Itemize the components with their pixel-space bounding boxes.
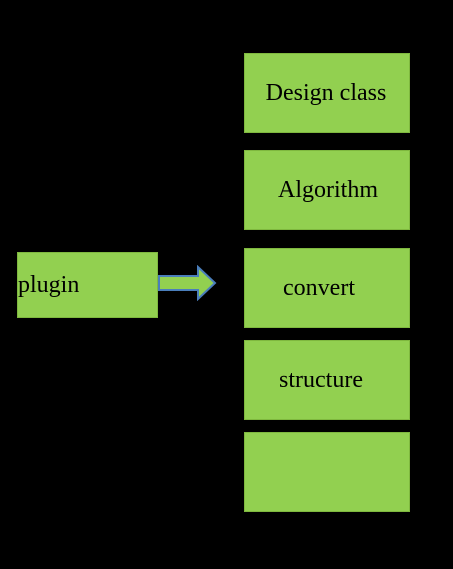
stack-box-design-class: Design class [244, 53, 410, 133]
plugin-box: plugin [17, 252, 158, 318]
right-arrow-icon [158, 265, 217, 301]
stack-box-empty [244, 432, 410, 512]
plugin-label: plugin [18, 271, 80, 298]
stack-box-label: Design class [265, 79, 387, 106]
stack-box-algorithm: Algorithm [244, 150, 410, 230]
arrow-shape [158, 265, 217, 301]
stack-box-convert: convert [244, 248, 410, 328]
stack-box-label: convert [283, 274, 355, 301]
stack-box-structure: structure [244, 340, 410, 420]
stack-box-label: structure [279, 366, 363, 393]
stack-box-label: Algorithm [278, 176, 378, 203]
